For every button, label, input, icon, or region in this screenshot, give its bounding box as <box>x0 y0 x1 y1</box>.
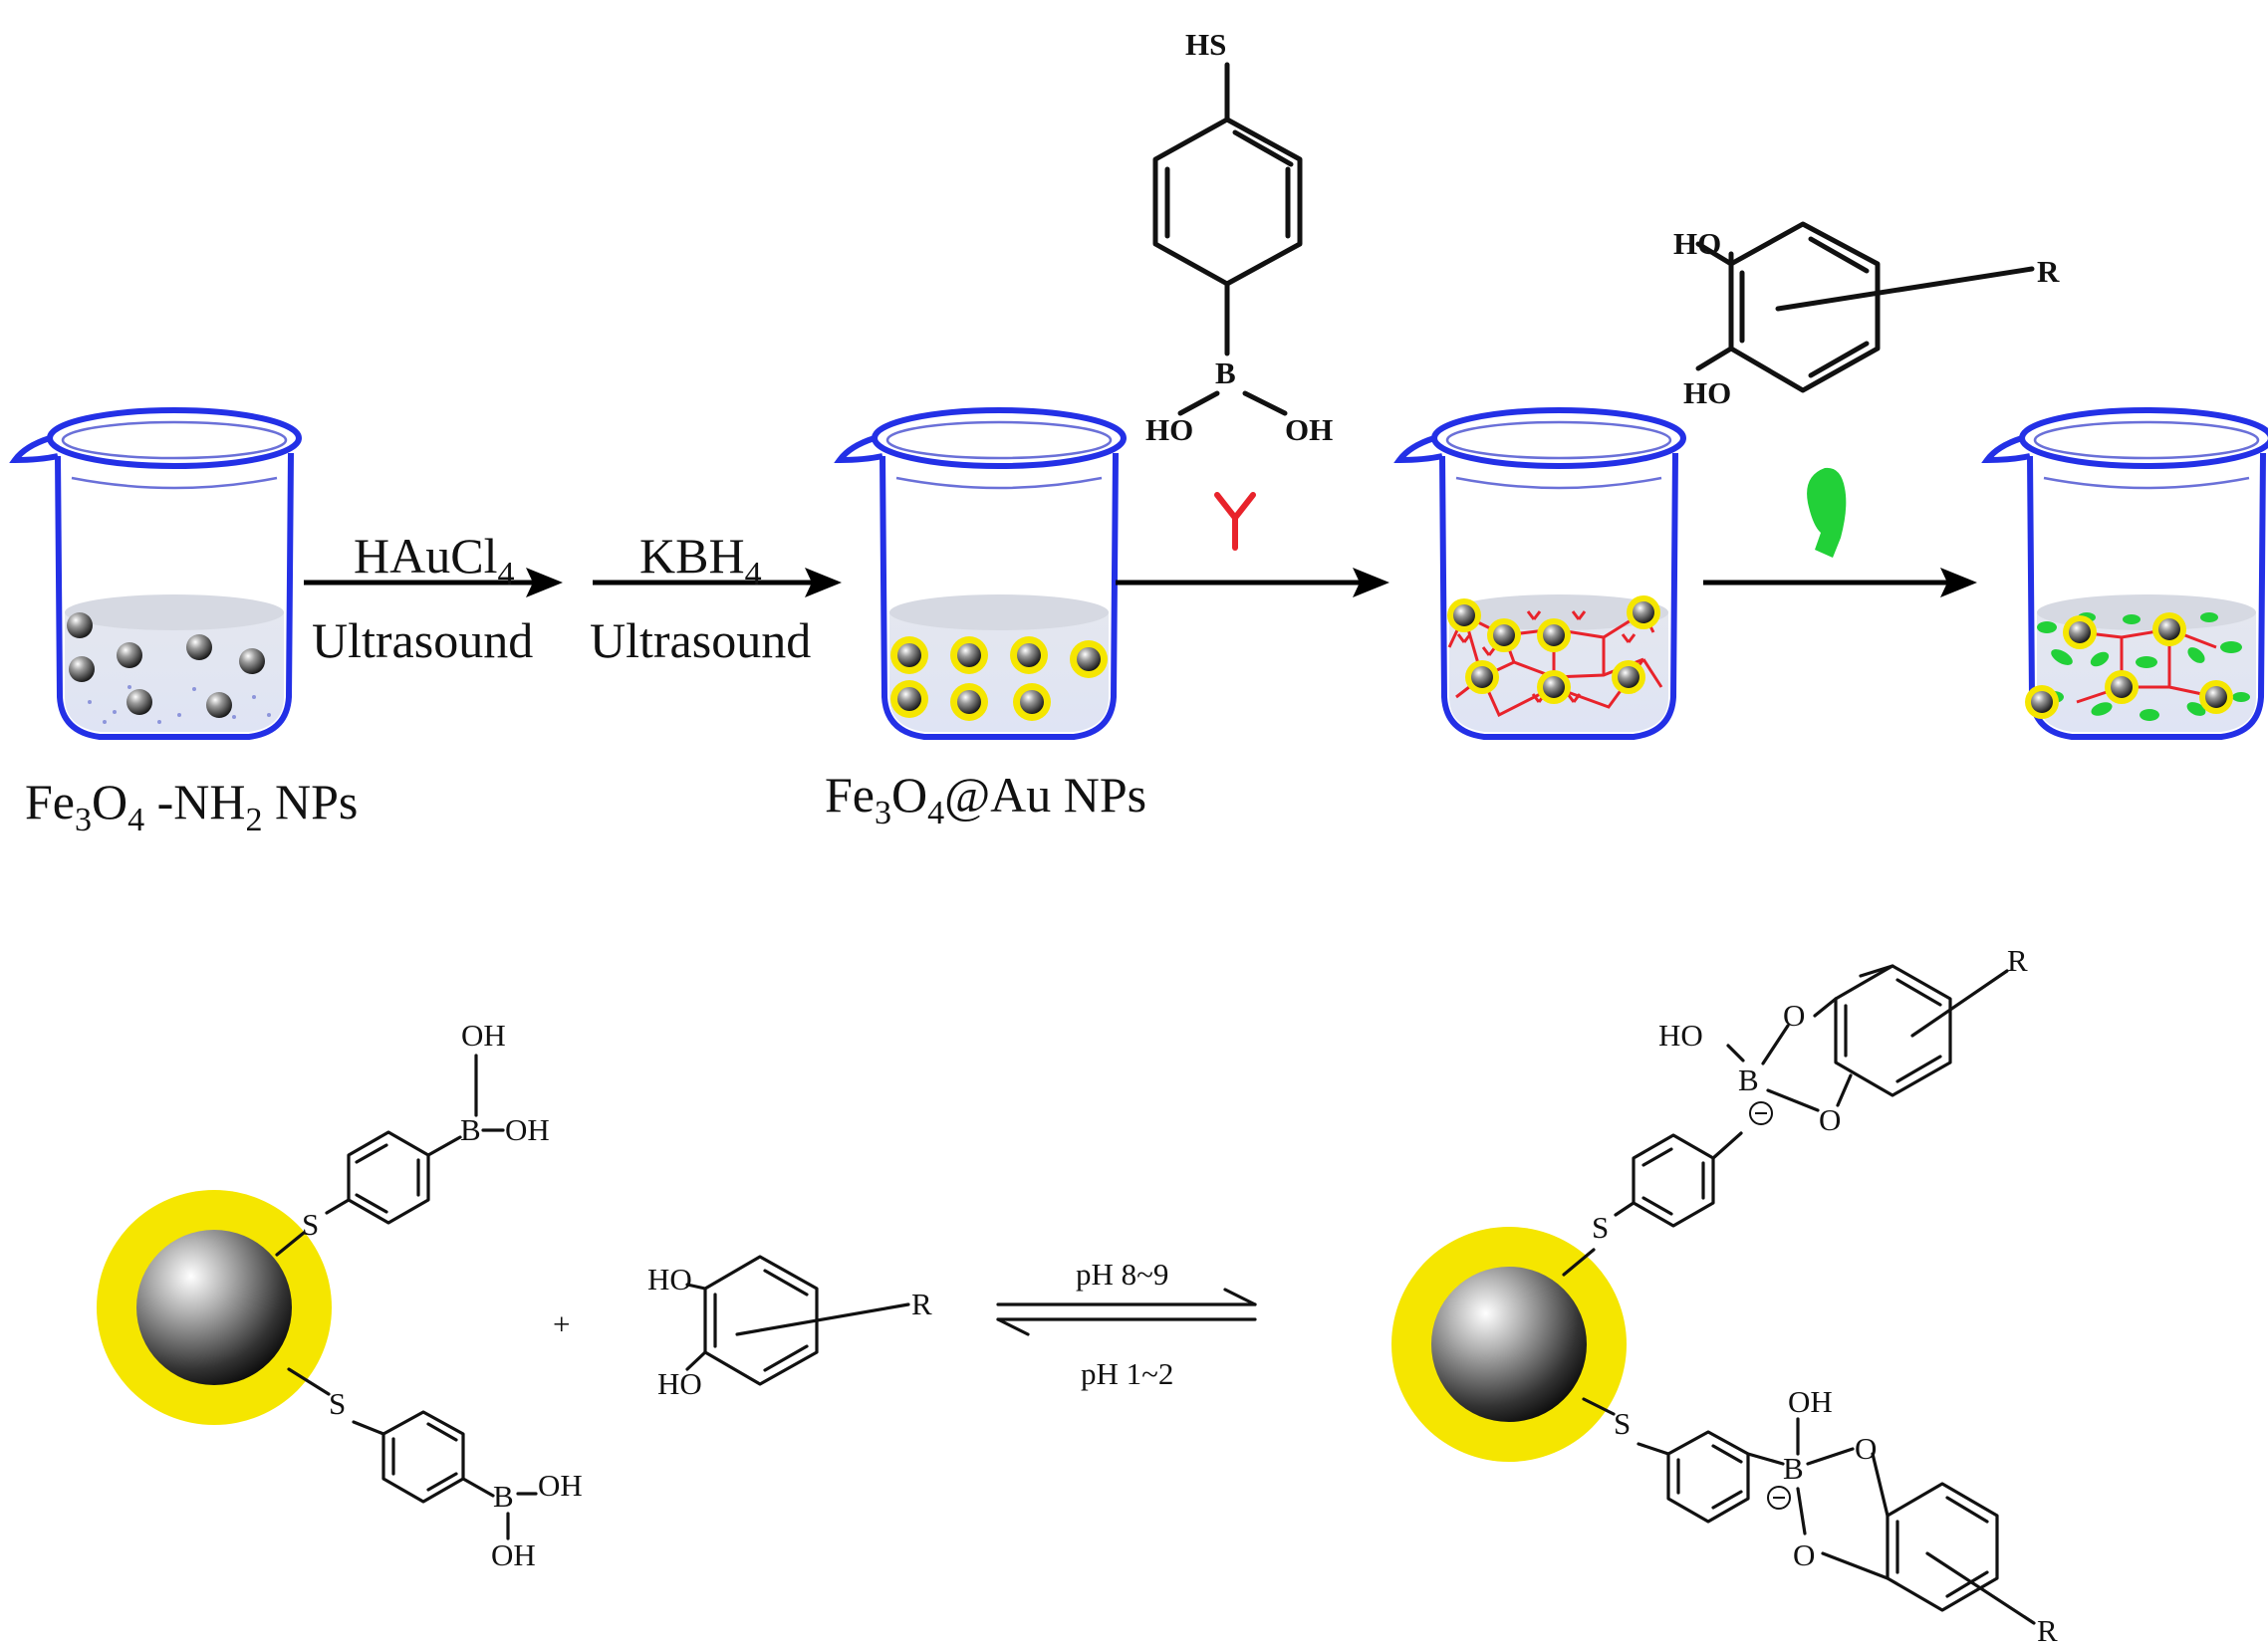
beaker-fe3o4-au <box>840 410 1124 737</box>
svg-text:O: O <box>1783 998 1805 1033</box>
svg-text:O: O <box>1855 1431 1877 1466</box>
mercaptophenylboronic-acid: HS B HO OH <box>1145 27 1333 447</box>
svg-text:HO: HO <box>647 1262 692 1297</box>
particle-left <box>97 1190 332 1425</box>
svg-text:HO: HO <box>1658 1018 1703 1053</box>
svg-text:S: S <box>1592 1210 1609 1245</box>
ligand-y-icon <box>1214 492 1256 551</box>
arrow-step2: KBH4 Ultrasound <box>590 528 842 668</box>
svg-text:OH: OH <box>505 1112 550 1147</box>
step2-reagent: KBH4 <box>639 528 762 592</box>
svg-text:O: O <box>1819 1102 1841 1137</box>
svg-text:R: R <box>2037 254 2060 289</box>
arrow-step3 <box>1116 492 1389 597</box>
step1-reagent: HAuCl4 <box>354 528 514 592</box>
svg-text:R: R <box>2007 943 2028 978</box>
beaker-functionalized <box>1399 410 1683 737</box>
svg-text:OH: OH <box>1285 412 1333 447</box>
svg-text:OH: OH <box>538 1468 583 1503</box>
ligand-lower-left: S B OH OH <box>287 1367 583 1572</box>
svg-text:B: B <box>1738 1062 1759 1097</box>
svg-text:B: B <box>460 1112 481 1147</box>
ligand-upper-left: S B OH OH <box>275 1018 550 1257</box>
arrow-step1: HAuCl4 Ultrasound <box>304 528 563 668</box>
nanoparticles <box>67 612 265 718</box>
ligand-upper-right: S B HO O O R <box>1562 943 2028 1277</box>
svg-text:O: O <box>1793 1537 1815 1572</box>
svg-text:S: S <box>1614 1406 1631 1441</box>
svg-text:OH: OH <box>461 1018 506 1053</box>
svg-text:HS: HS <box>1185 27 1226 62</box>
step1-condition: Ultrasound <box>312 612 533 668</box>
svg-text:R: R <box>2037 1613 2058 1648</box>
catechol-top: HO HO R <box>1673 221 2060 410</box>
arrow-step4 <box>1703 467 1977 597</box>
label-fe3o4-nh2: Fe3O4 -NH2 NPs <box>25 774 358 838</box>
svg-text:OH: OH <box>1788 1384 1833 1419</box>
ligand-lower-right: S B OH O O R <box>1582 1384 2058 1648</box>
beaker-fe3o4-nh2 <box>15 410 299 737</box>
equilibrium-arrows: pH 8~9 pH 1~2 <box>996 1257 1257 1391</box>
forward-condition: pH 8~9 <box>1076 1257 1168 1292</box>
svg-text:B: B <box>1783 1451 1804 1486</box>
svg-text:B: B <box>493 1479 514 1514</box>
label-fe3o4-au: Fe3O4@Au NPs <box>825 767 1146 831</box>
svg-text:HO: HO <box>1683 375 1731 410</box>
step2-condition: Ultrasound <box>590 612 811 668</box>
catechol-bottom: HO HO R <box>647 1255 932 1401</box>
plus-sign: + <box>553 1306 570 1341</box>
svg-text:OH: OH <box>491 1537 536 1572</box>
gold-nanoparticles <box>890 636 1108 721</box>
beaker-captured <box>1987 410 2268 737</box>
svg-text:HO: HO <box>657 1366 702 1401</box>
reverse-condition: pH 1~2 <box>1081 1356 1173 1391</box>
svg-text:HO: HO <box>1145 412 1193 447</box>
catechol-drop-icon <box>1807 467 1847 558</box>
svg-text:S: S <box>329 1386 346 1421</box>
svg-text:S: S <box>302 1207 319 1242</box>
svg-text:R: R <box>911 1287 932 1321</box>
particle-right <box>1391 1227 1627 1462</box>
svg-text:HO: HO <box>1673 226 1721 261</box>
svg-text:B: B <box>1215 355 1236 390</box>
